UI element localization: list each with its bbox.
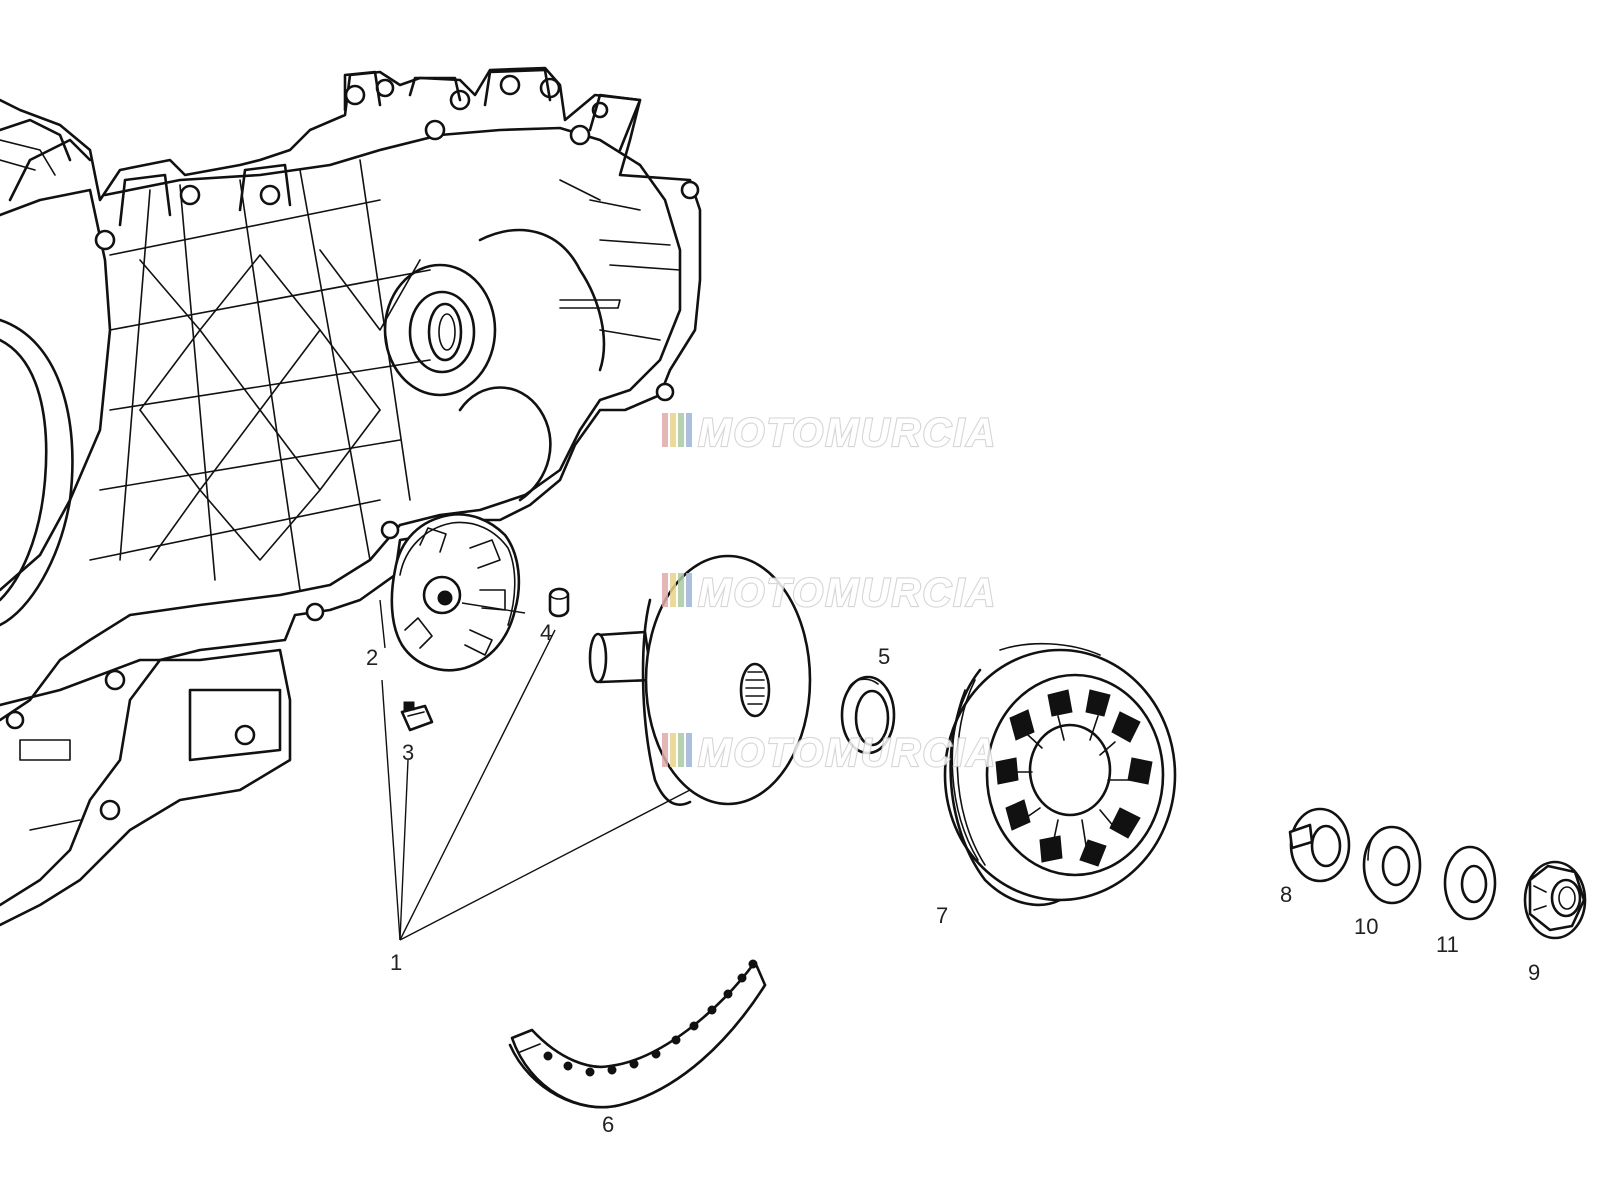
watermark-stripes-icon xyxy=(662,733,692,767)
part-3-slider-block xyxy=(400,701,434,732)
part-7-variator-housing xyxy=(943,642,1177,907)
watermark-text: MOTOMURCIA xyxy=(698,571,997,615)
watermark-top: MOTOMURCIA xyxy=(662,410,997,456)
part-9-flange-nut xyxy=(1523,860,1587,940)
part-10-washer xyxy=(1362,825,1422,905)
callout-labels: 1 2 3 4 5 6 7 8 9 10 11 xyxy=(366,620,1540,1137)
part-4-roller xyxy=(548,587,570,618)
part-11-washer xyxy=(1443,845,1497,921)
watermark-bottom: MOTOMURCIA xyxy=(662,730,997,776)
assembly-1-leader-lines xyxy=(379,599,691,941)
case-bolt-holes xyxy=(5,74,700,821)
part-6-drive-belt xyxy=(508,959,767,1109)
case-bearing-boss xyxy=(383,263,497,397)
watermark-text: MOTOMURCIA xyxy=(698,731,997,775)
callout-1: 1 xyxy=(390,950,402,975)
watermark-middle: MOTOMURCIA xyxy=(662,570,997,616)
callout-6: 6 xyxy=(602,1112,614,1137)
callout-2: 2 xyxy=(366,645,378,670)
callout-10: 10 xyxy=(1354,914,1378,939)
callout-3: 3 xyxy=(402,740,414,765)
part-5-spacer-ring xyxy=(840,675,896,755)
callout-5: 5 xyxy=(878,644,890,669)
callout-4: 4 xyxy=(540,620,552,645)
part-2-fan-plate xyxy=(390,513,526,672)
part-8-lock-washer xyxy=(1288,807,1351,883)
callout-9: 9 xyxy=(1528,960,1540,985)
callout-11: 11 xyxy=(1436,932,1459,957)
callout-8: 8 xyxy=(1280,882,1292,907)
watermark-text: MOTOMURCIA xyxy=(698,411,997,455)
callout-7: 7 xyxy=(936,903,948,928)
crankcase-housing xyxy=(0,66,702,927)
watermark-stripes-icon xyxy=(662,413,692,447)
watermark-stripes-icon xyxy=(662,573,692,607)
